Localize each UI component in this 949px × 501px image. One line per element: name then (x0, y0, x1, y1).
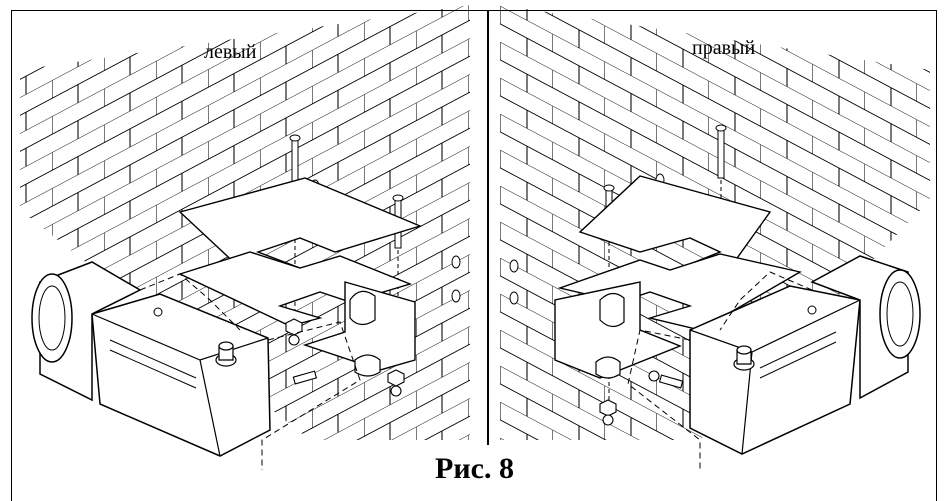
right-panel-drawing (500, 5, 930, 470)
left-panel-drawing (20, 5, 470, 470)
panel-divider (487, 10, 489, 445)
figure-frame (11, 10, 937, 501)
right-panel-label: правый (692, 37, 756, 59)
left-panel-label: левый (204, 41, 257, 63)
figure-caption: Рис. 8 (435, 452, 514, 485)
